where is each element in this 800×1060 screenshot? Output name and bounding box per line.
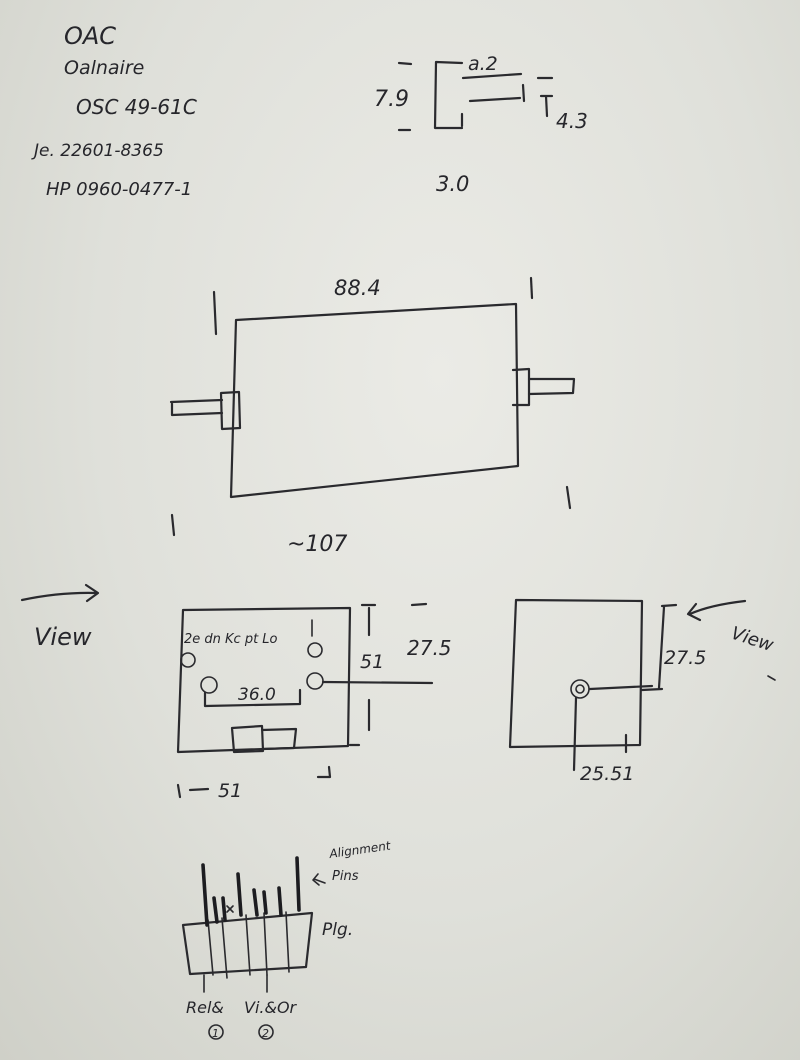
plug-x-mark <box>226 905 234 913</box>
profile-lower-flange <box>468 96 522 103</box>
plug-pin-4 <box>252 888 268 917</box>
front-view-arrow-icon <box>20 583 100 603</box>
front-view-pin-labels: 2e dn Kc pt Lo <box>184 632 278 647</box>
profile-tick-top <box>397 61 413 66</box>
plug-sketch: Alignment Pins Plg. Rel& Vi.&Or 1 2 <box>181 838 393 1040</box>
rear-view-tick-top <box>660 603 678 608</box>
note-je-part: Je. 22601-8365 <box>31 141 164 161</box>
rear-view-arrow-icon <box>686 599 747 622</box>
side-view-tick-bottom-left <box>170 513 176 537</box>
rear-view-arrow-label: View <box>728 623 776 656</box>
note-hp-part: HP 0960-0477-1 <box>46 179 192 200</box>
front-view-hole-spacing-dim <box>203 688 302 708</box>
alignment-note-line2: Pins <box>332 869 359 884</box>
plug-pin-3 <box>236 872 243 917</box>
front-view-hole-mid-left <box>200 676 218 694</box>
rear-view-dim-width: 25.51 <box>580 763 634 785</box>
plug-pin-2 <box>212 896 227 924</box>
side-view-tick-left <box>212 290 218 336</box>
side-view-dim-top: 88.4 <box>334 276 381 300</box>
note-oac: OAC <box>64 22 116 50</box>
profile-bracket <box>433 60 464 130</box>
left-connector-cable <box>169 398 224 417</box>
plug-label-right: Vi.&Or <box>244 998 298 1017</box>
side-view-tick-bottom-right <box>565 485 572 510</box>
front-view-hole-top-right <box>307 642 323 658</box>
rear-view-leader-down <box>572 696 578 772</box>
front-view-hole-top-left <box>180 652 196 668</box>
right-connector-block <box>511 367 531 407</box>
plug-pin-1 <box>201 863 209 927</box>
profile-dim-width: a.2 <box>468 53 498 75</box>
profile-sketch: a.2 7.9 4.3 3.0 <box>374 53 588 196</box>
plug-label-leaders <box>203 974 268 993</box>
profile-end-tick <box>521 83 526 103</box>
rear-view-sketch: View 27.5 25.51 <box>508 598 776 785</box>
profile-dim-bottom: 3.0 <box>436 172 469 196</box>
side-view-body <box>229 302 520 499</box>
plug-mark-left-circle <box>208 1024 224 1040</box>
rear-view-hole-outer <box>570 679 590 699</box>
front-view-dim-tick-right <box>410 602 428 607</box>
side-view-tick-right <box>529 276 534 300</box>
plug-contact-lines <box>207 911 290 979</box>
front-view-panel <box>176 606 352 754</box>
front-view-dim-width: 51 <box>218 780 242 802</box>
rear-view-dash-mark <box>767 675 776 681</box>
front-view-plug-outline <box>230 724 298 754</box>
rear-view-dim-height: 27.5 <box>664 647 706 669</box>
rear-view-leader-horizontal <box>588 684 654 691</box>
front-view-hole-mid-right <box>306 672 324 690</box>
profile-top-flange <box>461 72 523 80</box>
note-osc-part: OSC 49-61C <box>76 95 197 119</box>
note-oalnaire: Oalnaire <box>64 57 144 79</box>
plug-pin-5 <box>277 886 283 917</box>
left-connector-block <box>219 390 242 431</box>
front-view-width-dim-right <box>316 765 332 779</box>
plug-label-left: Rel& <box>186 998 224 1017</box>
plug-body <box>181 911 314 976</box>
plug-pin-6 <box>295 856 301 912</box>
front-view-sketch: View 2e dn Kc pt Lo 36.0 51 27.5 51 <box>20 583 452 802</box>
alignment-arrow-icon <box>312 873 326 886</box>
front-view-leader-line <box>321 680 434 685</box>
plug-label: Plg. <box>322 920 353 940</box>
plug-mark-right: 2 <box>262 1027 269 1040</box>
front-view-dim-height: 51 <box>360 651 384 673</box>
profile-dim-right: 4.3 <box>556 109 588 133</box>
front-view-width-dim-left <box>176 783 210 799</box>
right-connector-cable <box>527 377 576 396</box>
rear-view-hole-inner <box>575 684 585 694</box>
front-view-dim-offset: 27.5 <box>407 636 452 660</box>
side-view-sketch: 88.4 ~107 <box>169 276 576 557</box>
alignment-note-line1: Alignment <box>327 838 392 861</box>
plug-mark-right-circle <box>258 1024 274 1040</box>
plug-mark-left: 1 <box>212 1027 219 1040</box>
front-view-dim-tick-top <box>360 603 377 637</box>
front-view-dim-spacing: 36.0 <box>238 685 276 705</box>
front-view-arrow-label: View <box>34 623 92 651</box>
profile-t-mark <box>539 94 554 118</box>
profile-dim-height: 7.9 <box>374 87 409 112</box>
rear-view-height-dim <box>640 605 666 692</box>
side-view-dim-bottom: ~107 <box>287 532 347 557</box>
rear-view-panel <box>508 598 644 749</box>
